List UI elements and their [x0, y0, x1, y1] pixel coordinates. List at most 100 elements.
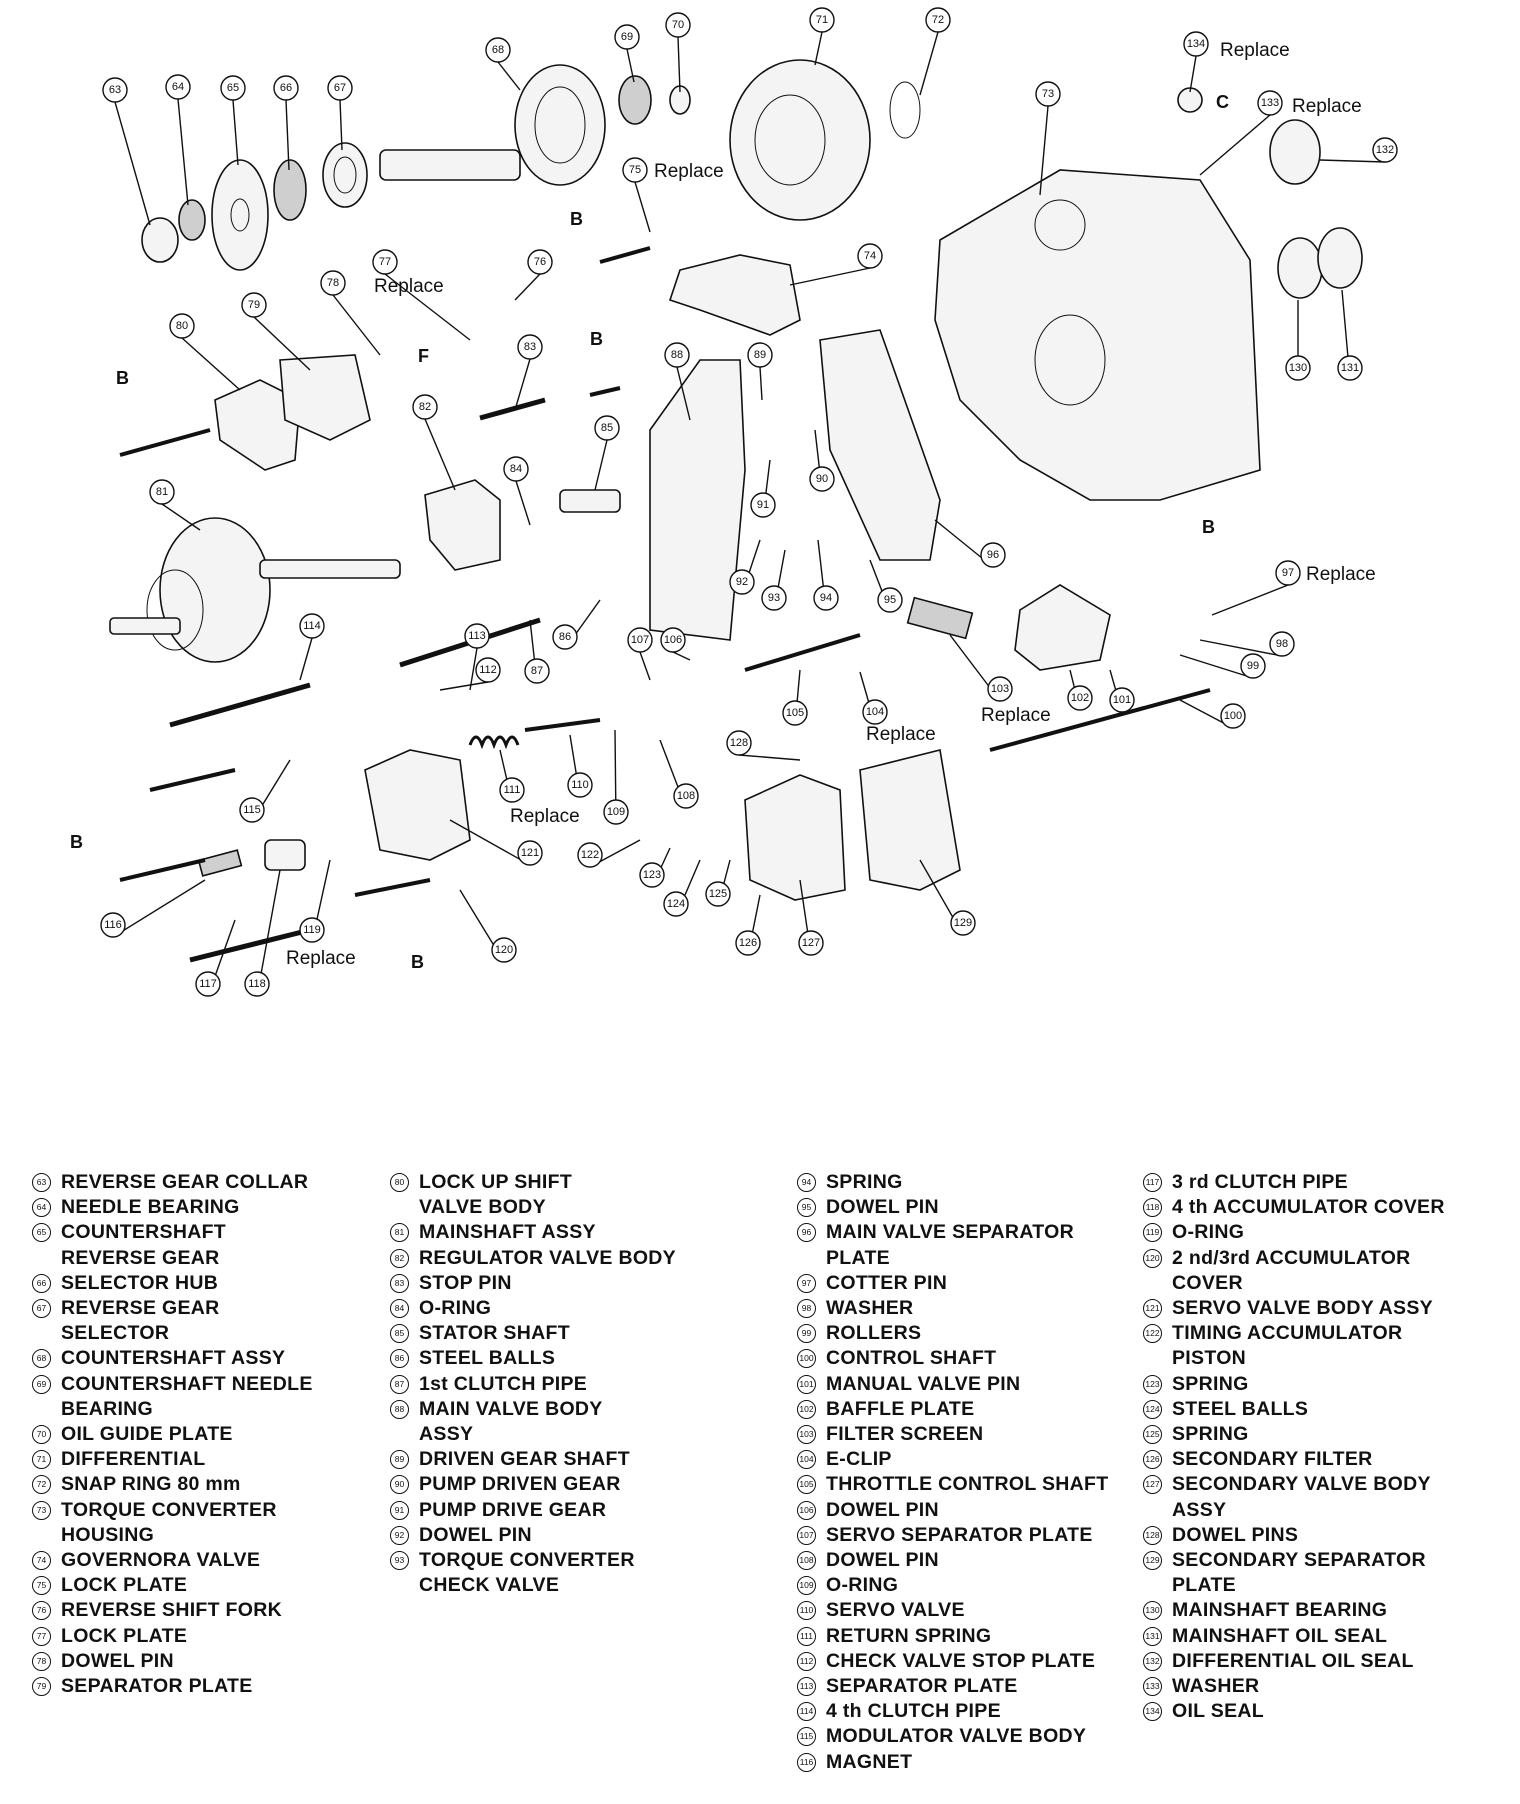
callout-number: 75: [629, 164, 641, 176]
legend-item-number: 101: [797, 1374, 816, 1394]
callout-number: 119: [303, 924, 321, 936]
legend-item-number: 78: [32, 1651, 51, 1671]
callout-circle: [503, 456, 529, 482]
callout-number: 124: [667, 898, 685, 910]
callout-number: 90: [816, 473, 828, 485]
callout-circle: [813, 585, 839, 611]
legend-item-number: 120: [1143, 1248, 1162, 1268]
callout-number: 94: [820, 592, 832, 604]
callout-circle: [782, 700, 808, 726]
legend-item-label: BAFFLE PLATE: [826, 1397, 975, 1420]
callout-number: 70: [672, 19, 684, 31]
legend-item-number: 116: [797, 1752, 816, 1772]
legend-item-label: MAINSHAFT ASSY: [419, 1221, 596, 1244]
legend-item-number: 79: [32, 1677, 51, 1697]
legend-item-label: PUMP DRIVEN GEAR: [419, 1473, 621, 1496]
callout-circle: [241, 292, 267, 318]
legend-item-number: 122: [1143, 1324, 1162, 1344]
callout-number: 85: [601, 422, 613, 434]
callout-circle: [747, 342, 773, 368]
legend-item-label: SEPARATOR PLATE: [826, 1675, 1018, 1698]
legend-item: 122 TIMING ACCUMULATOR PISTON: [1143, 1321, 1445, 1371]
callout-circle: [552, 624, 578, 650]
callout-number: 68: [492, 44, 504, 56]
legend-item-number: 130: [1143, 1601, 1162, 1621]
legend-item-label: MODULATOR VALVE BODY: [826, 1725, 1087, 1748]
callout-leader-line: [449, 819, 531, 866]
legend-item-label: 4 th ACCUMULATOR COVER: [1172, 1196, 1445, 1219]
callout-leader-line: [759, 366, 763, 401]
callout-leader-line: [285, 99, 290, 171]
legend-item-label: SERVO SEPARATOR PLATE: [826, 1523, 1093, 1546]
callout-circle: [244, 971, 270, 997]
legend-item-label: COUNTERSHAFT REVERSE GEAR: [61, 1221, 227, 1269]
callout-number: 76: [534, 256, 546, 268]
legend-item-number: 84: [390, 1299, 409, 1319]
legend-item-number: 99: [797, 1324, 816, 1344]
callout-leader-line: [919, 31, 939, 96]
legend-item-label: MANUAL VALVE PIN: [826, 1372, 1021, 1395]
legend-item-label: E-CLIP: [826, 1448, 892, 1471]
callout-circle: [1372, 137, 1398, 163]
callout-number: 96: [987, 549, 999, 561]
callout-leader-line: [515, 480, 531, 526]
legend-item-number: 110: [797, 1601, 816, 1621]
legend-item-number: 126: [1143, 1450, 1162, 1470]
callout-circle: [372, 249, 398, 275]
legend-item-number: 107: [797, 1525, 816, 1545]
callout-number: 87: [531, 665, 543, 677]
legend-item-number: 113: [797, 1677, 816, 1697]
legend-item-number: 63: [32, 1173, 51, 1192]
callout-circle: [485, 37, 511, 63]
callout-number: 131: [1341, 362, 1359, 374]
callout-leader-line: [332, 294, 381, 356]
legend-item-number: 97: [797, 1273, 816, 1293]
legend-item-label: TIMING ACCUMULATOR PISTON: [1172, 1322, 1403, 1370]
callout-number: 67: [334, 82, 346, 94]
callout-number: 132: [1376, 144, 1394, 156]
legend-item-label: COTTER PIN: [826, 1271, 948, 1294]
legend-item-label: OIL SEAL: [1172, 1700, 1264, 1723]
legend-item-label: COUNTERSHAFT ASSY: [61, 1347, 286, 1370]
legend-item-label: 2 nd/3rd ACCUMULATOR COVER: [1172, 1246, 1411, 1294]
callout-leader-line: [469, 647, 478, 691]
legend-item-label: TORQUE CONVERTER CHECK VALVE: [419, 1549, 635, 1597]
callout-circle: [1269, 631, 1295, 657]
callout-number: 65: [227, 82, 239, 94]
callout-number: 106: [664, 634, 682, 646]
callout-number: 86: [559, 631, 571, 643]
callout-number: 101: [1113, 694, 1131, 706]
callout-leader-line: [1039, 105, 1049, 196]
callout-leader-line: [1211, 584, 1289, 616]
legend-item-number: 88: [390, 1399, 409, 1419]
bolt-b-label: B: [116, 368, 129, 388]
callout-circle: [614, 24, 640, 50]
callout-circle: [195, 971, 221, 997]
legend-item: 101 MANUAL VALVE PIN: [797, 1372, 1108, 1397]
callout-circle: [169, 313, 195, 339]
callout-circle: [925, 7, 951, 33]
callout-number: 91: [757, 499, 769, 511]
legend-item-number: 83: [390, 1273, 409, 1293]
legend-item: 113 SEPARATOR PLATE: [797, 1674, 1108, 1699]
callout-circle: [239, 797, 265, 823]
legend-item-number: 124: [1143, 1399, 1162, 1419]
bolt-c-label: C: [1216, 92, 1229, 112]
